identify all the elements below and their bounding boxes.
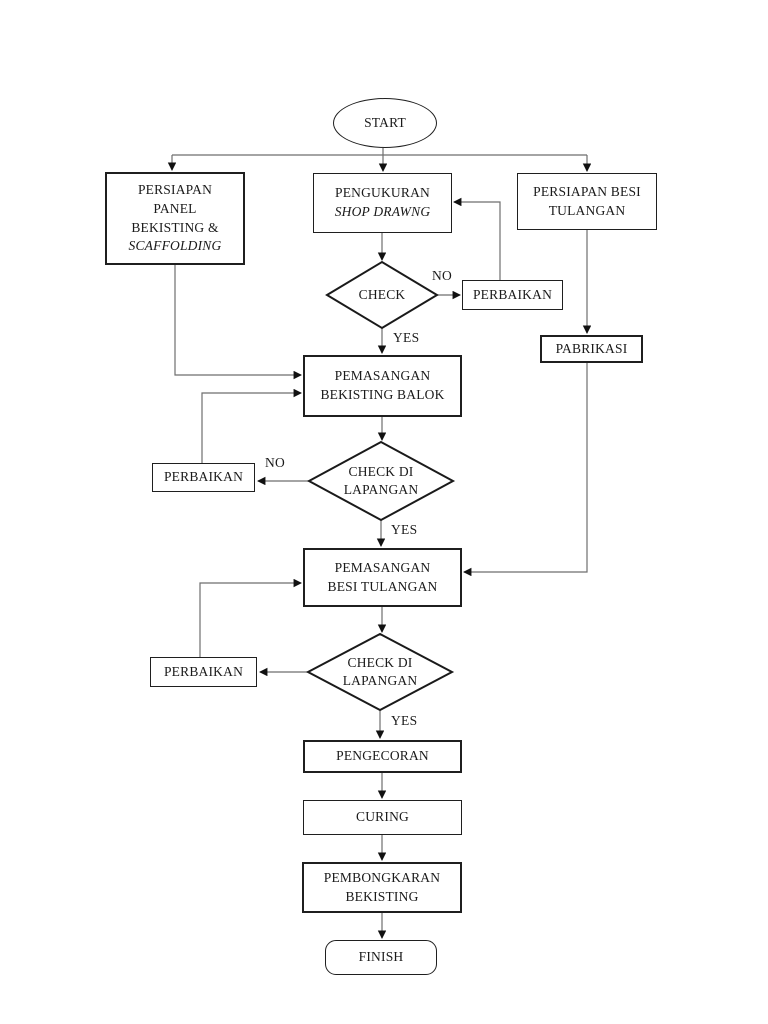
persiapan-besi-label: PERSIAPAN BESI TULANGAN [533, 183, 641, 218]
pembongkaran-box: PEMBONGKARAN BEKISTING [302, 862, 462, 913]
yes-label-2: YES [390, 522, 419, 538]
pemasangan-bekisting-box: PEMASANGAN BEKISTING BALOK [303, 355, 462, 417]
check-di-lapangan-2-diamond [305, 632, 455, 712]
pengecoran-label: PENGECORAN [336, 748, 429, 764]
perbaikan-2-box: PERBAIKAN [152, 463, 255, 492]
persiapan-panel-box: PERSIAPAN PANEL BEKISTING & SCAFFOLDING [105, 172, 245, 265]
pengukuran-label: PENGUKURAN [334, 185, 430, 201]
yes-label-1: YES [392, 330, 421, 346]
edge-perbaikan3-to-pemasanganbesi [199, 578, 302, 657]
pengecoran-box: PENGECORAN [303, 740, 462, 773]
check-label: CHECK [358, 287, 406, 302]
perbaikan-1-label: PERBAIKAN [472, 286, 553, 302]
edge-panel-to-bekisting [174, 265, 302, 380]
persiapan-besi-box: PERSIAPAN BESI TULANGAN [517, 173, 657, 230]
perbaikan-2-label: PERBAIKAN [163, 469, 244, 485]
start-label: START [364, 114, 406, 130]
finish-label: FINISH [358, 949, 404, 965]
check-di-lapangan-2-label: CHECK DI LAPANGAN [342, 655, 418, 689]
pembongkaran-label: PEMBONGKARAN BEKISTING [323, 869, 441, 904]
perbaikan-1-box: PERBAIKAN [462, 280, 563, 310]
check-diamond [325, 260, 439, 330]
pengukuran-box: PENGUKURAN SHOP DRAWNG [313, 173, 452, 233]
persiapan-panel-label-italic: SCAFFOLDING [128, 238, 222, 254]
finish-terminator: FINISH [325, 940, 437, 975]
edge-pabrikasi-to-pemasanganbesi [463, 363, 588, 577]
no-label-2: NO [264, 455, 287, 471]
pemasangan-besi-box: PEMASANGAN BESI TULANGAN [303, 548, 462, 607]
no-label-1: NO [431, 268, 454, 284]
perbaikan-3-label: PERBAIKAN [163, 663, 244, 679]
edge-perbaikan2-to-bekisting [201, 388, 302, 463]
persiapan-panel-label: PERSIAPAN PANEL BEKISTING & [131, 182, 219, 235]
curing-label: CURING [356, 809, 409, 825]
perbaikan-3-box: PERBAIKAN [150, 657, 257, 687]
pabrikasi-label: PABRIKASI [555, 340, 628, 356]
pengukuran-label-italic: SHOP DRAWNG [334, 204, 431, 219]
edge-perbaikan1-to-pengukuran [453, 197, 501, 280]
start-terminator: START [333, 98, 437, 148]
yes-label-3: YES [390, 713, 419, 729]
pemasangan-bekisting-label: PEMASANGAN BEKISTING BALOK [320, 368, 445, 402]
pemasangan-besi-label: PEMASANGAN BESI TULANGAN [327, 559, 438, 594]
check-di-lapangan-1-label: CHECK DI LAPANGAN [343, 464, 419, 498]
pabrikasi-box: PABRIKASI [540, 335, 643, 363]
check-di-lapangan-1-diamond [306, 440, 456, 522]
curing-box: CURING [303, 800, 462, 835]
